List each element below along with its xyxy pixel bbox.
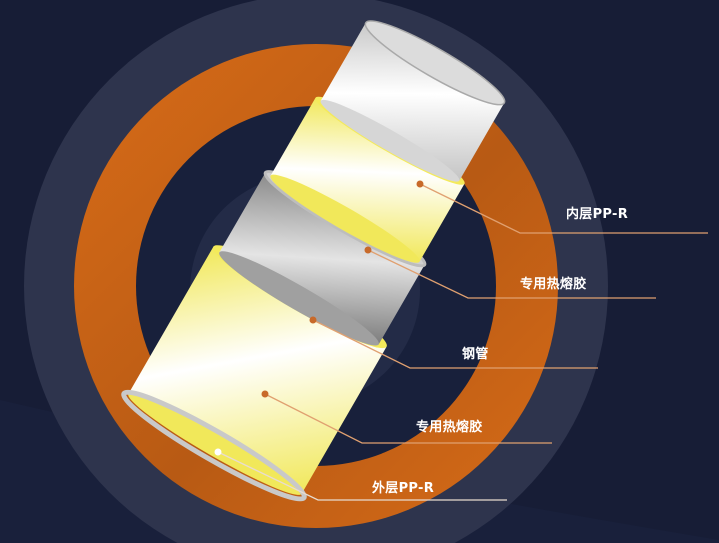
label-outer-pp-r: 外层PP-R <box>372 481 435 496</box>
leader-line-glue-2 <box>264 393 552 444</box>
pipe-cylinder <box>121 20 506 502</box>
steel-pipe-layer <box>219 172 425 345</box>
label-inner-pp-r: 内层PP-R <box>566 207 629 222</box>
hot-melt-glue-outer-layer <box>128 246 387 494</box>
leader-line-steel <box>312 319 598 369</box>
dot-glue-2 <box>261 390 269 398</box>
hot-melt-glue-inner-layer <box>270 97 465 262</box>
label-hot-melt-glue-1: 专用热熔胶 <box>520 277 587 292</box>
leader-lines <box>217 183 708 501</box>
dot-inner-pp-r <box>416 180 424 188</box>
dot-outer-pp-r <box>214 448 222 456</box>
inner-pp-r-layer <box>320 22 505 181</box>
label-steel-pipe: 钢管 <box>462 347 489 362</box>
leader-line-glue-1 <box>367 249 656 299</box>
leader-dots <box>214 180 424 456</box>
leader-line-outer-pp-r <box>217 451 507 501</box>
dot-steel <box>309 316 317 324</box>
leader-line-inner-pp-r <box>419 183 708 234</box>
label-hot-melt-glue-2: 专用热熔胶 <box>416 420 483 435</box>
dot-glue-1 <box>364 246 372 254</box>
